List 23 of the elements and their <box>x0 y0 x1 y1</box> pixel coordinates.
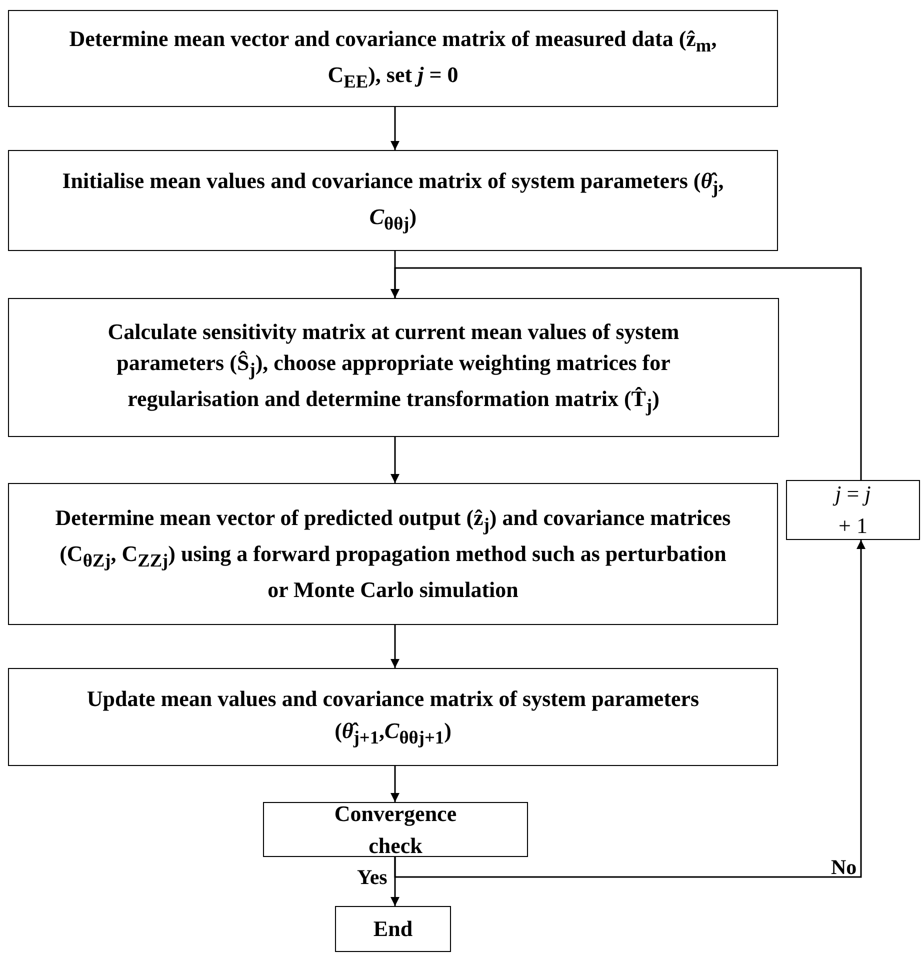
edge-label: Yes <box>357 867 388 888</box>
process-box <box>8 483 778 625</box>
box-text: j = j + 1 <box>787 478 919 542</box>
process-box <box>335 906 451 952</box>
process-box <box>8 10 778 107</box>
edge-label: No <box>831 857 857 878</box>
arrow <box>390 267 862 480</box>
process-box <box>8 150 778 251</box>
box-text: Determine mean vector and covariance matrix of measured data (ẑ$_{m}$, C$_{EE}$), set j = 0 <box>68 24 718 93</box>
box-text: Convergence check <box>333 800 458 860</box>
process-box <box>8 668 778 766</box>
box-text: Initialise mean values and covariance matrix of system parameters (θ̂$_{j}$, C$_{θθj}$) <box>61 166 725 236</box>
box-text: End <box>372 915 414 944</box>
arrow <box>394 540 866 878</box>
box-text: Calculate sensitivity matrix at current mean values of system parameters (Ŝ$_{j}$), choose appropriate weighting matrices for regularisation and determine transformation matrix (T̂$_{j}$) <box>106 318 680 418</box>
process-box <box>8 298 779 437</box>
arrow <box>390 625 400 668</box>
arrow <box>390 437 400 483</box>
process-box <box>263 802 528 857</box>
box-text: Determine mean vector of predicted output (ẑ$_{j}$) and covariance matrices (C$_{θZj}$, C$_{ZZj}$) using a forward propagation method such as perturbation or Monte Carlo simulation <box>54 504 732 604</box>
arrow <box>390 107 400 150</box>
box-text: Update mean values and covariance matrix of system parameters (θ̂$_{j+1}$,C$_{θθj+1}$) <box>86 685 700 750</box>
arrow <box>390 766 400 802</box>
